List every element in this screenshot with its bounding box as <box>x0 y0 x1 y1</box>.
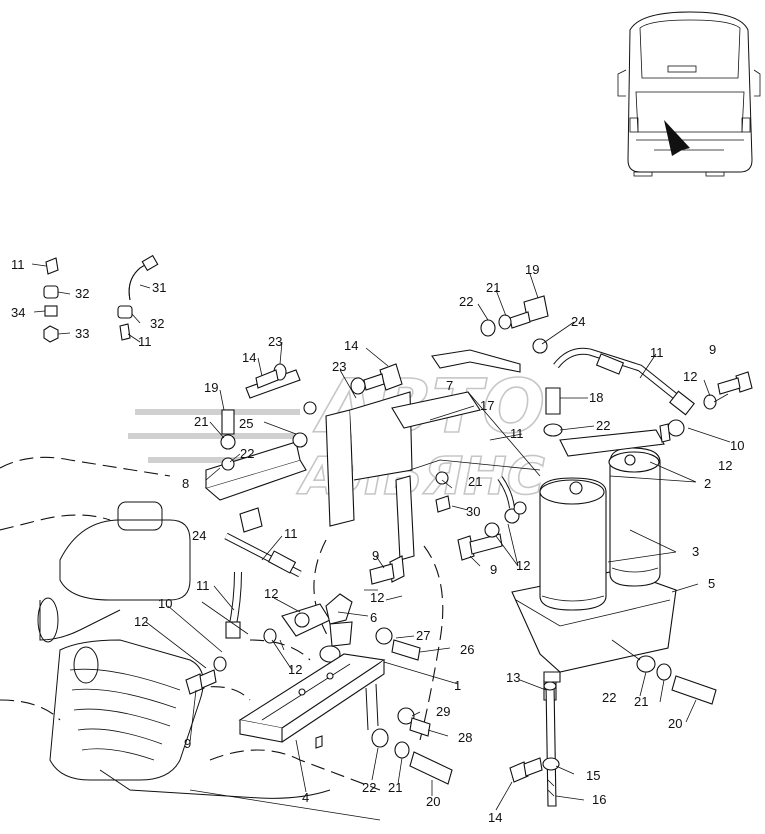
fasteners <box>185 295 753 785</box>
leader-lines <box>31 263 731 811</box>
bracket-main <box>325 349 541 561</box>
callout-23: 23 <box>268 334 282 349</box>
callout-18: 18 <box>589 390 603 405</box>
callout-23b: 23 <box>332 359 346 374</box>
callout-26: 26 <box>460 642 474 657</box>
callout-24b: 24 <box>192 528 206 543</box>
callout-4: 4 <box>302 790 309 805</box>
callout-9c: 9 <box>372 548 379 563</box>
callout-1: 1 <box>454 678 461 693</box>
callout-8: 8 <box>182 476 189 491</box>
callout-9: 9 <box>709 342 716 357</box>
callout-14c: 14 <box>488 810 502 825</box>
callout-3: 3 <box>692 544 699 559</box>
fittings-group <box>43 254 159 343</box>
callout-13: 13 <box>506 670 520 685</box>
callout-22c: 22 <box>596 418 610 433</box>
callout-33: 33 <box>75 326 89 341</box>
callout-29: 29 <box>436 704 450 719</box>
callout-32: 32 <box>75 286 89 301</box>
callout-20b: 20 <box>668 716 682 731</box>
callout-11d: 11 <box>650 345 664 360</box>
callout-22: 22 <box>459 294 473 309</box>
callout-27: 27 <box>416 628 430 643</box>
callout-12f: 12 <box>134 614 148 629</box>
callout-25: 25 <box>239 416 253 431</box>
bracket-left <box>204 363 317 533</box>
fuel-lines <box>224 347 695 639</box>
callout-10: 10 <box>730 438 744 453</box>
callout-19b: 19 <box>204 380 218 395</box>
callout-9b: 9 <box>490 562 497 577</box>
engine-outline <box>0 456 444 821</box>
callout-labels: 11 32 34 33 31 32 11 19 21 22 24 23 14 1… <box>11 257 744 825</box>
callout-22b: 22 <box>240 446 254 461</box>
callout-31: 31 <box>152 280 166 295</box>
tray <box>238 653 386 749</box>
callout-24: 24 <box>571 314 585 329</box>
callout-19: 19 <box>525 262 539 277</box>
callout-20: 20 <box>426 794 440 809</box>
callout-12: 12 <box>683 369 697 384</box>
callout-28: 28 <box>458 730 472 745</box>
callout-10b: 10 <box>158 596 172 611</box>
drain-rod <box>542 681 560 807</box>
callout-11e: 11 <box>284 526 298 541</box>
callout-14b: 14 <box>344 338 358 353</box>
callout-21b: 21 <box>194 414 208 429</box>
callout-21e: 21 <box>634 694 648 709</box>
valve-block <box>281 593 353 663</box>
bus-rear-view-icon <box>617 11 761 177</box>
callout-21: 21 <box>486 280 500 295</box>
callout-22d: 22 <box>362 780 376 795</box>
callout-21d: 21 <box>388 780 402 795</box>
callout-9d: 9 <box>184 736 191 751</box>
callout-6: 6 <box>370 610 377 625</box>
callout-2: 2 <box>704 476 711 491</box>
callout-32b: 32 <box>150 316 164 331</box>
callout-11: 11 <box>11 257 25 272</box>
fuel-filters <box>511 423 677 683</box>
location-arrow-icon <box>664 120 690 156</box>
callout-11f: 11 <box>196 578 210 593</box>
callout-14: 14 <box>242 350 256 365</box>
callout-21c: 21 <box>468 474 482 489</box>
callout-30: 30 <box>466 504 480 519</box>
callout-34: 34 <box>11 305 25 320</box>
callout-12g: 12 <box>288 662 302 677</box>
callout-12c: 12 <box>516 558 530 573</box>
callout-22e: 22 <box>602 690 616 705</box>
callout-5: 5 <box>708 576 715 591</box>
callout-17: 17 <box>480 398 494 413</box>
callout-16: 16 <box>592 792 606 807</box>
callout-12e: 12 <box>370 590 384 605</box>
callout-11b: 11 <box>138 334 152 349</box>
callout-7: 7 <box>446 378 453 393</box>
callout-15: 15 <box>586 768 600 783</box>
callout-11c: 11 <box>510 426 524 441</box>
callout-12d: 12 <box>264 586 278 601</box>
callout-12b: 12 <box>718 458 732 473</box>
